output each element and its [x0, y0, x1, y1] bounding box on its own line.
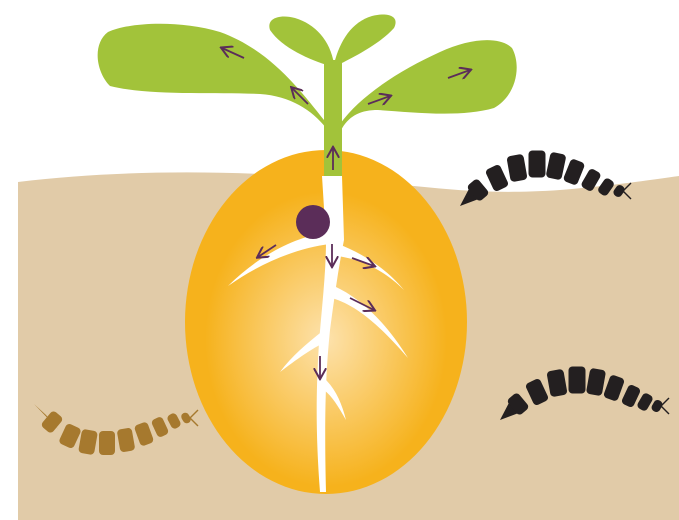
leaf-top-right [334, 15, 396, 67]
leaf-top-left [269, 17, 334, 67]
seed-icon [296, 205, 330, 239]
leaf-right [340, 40, 517, 132]
